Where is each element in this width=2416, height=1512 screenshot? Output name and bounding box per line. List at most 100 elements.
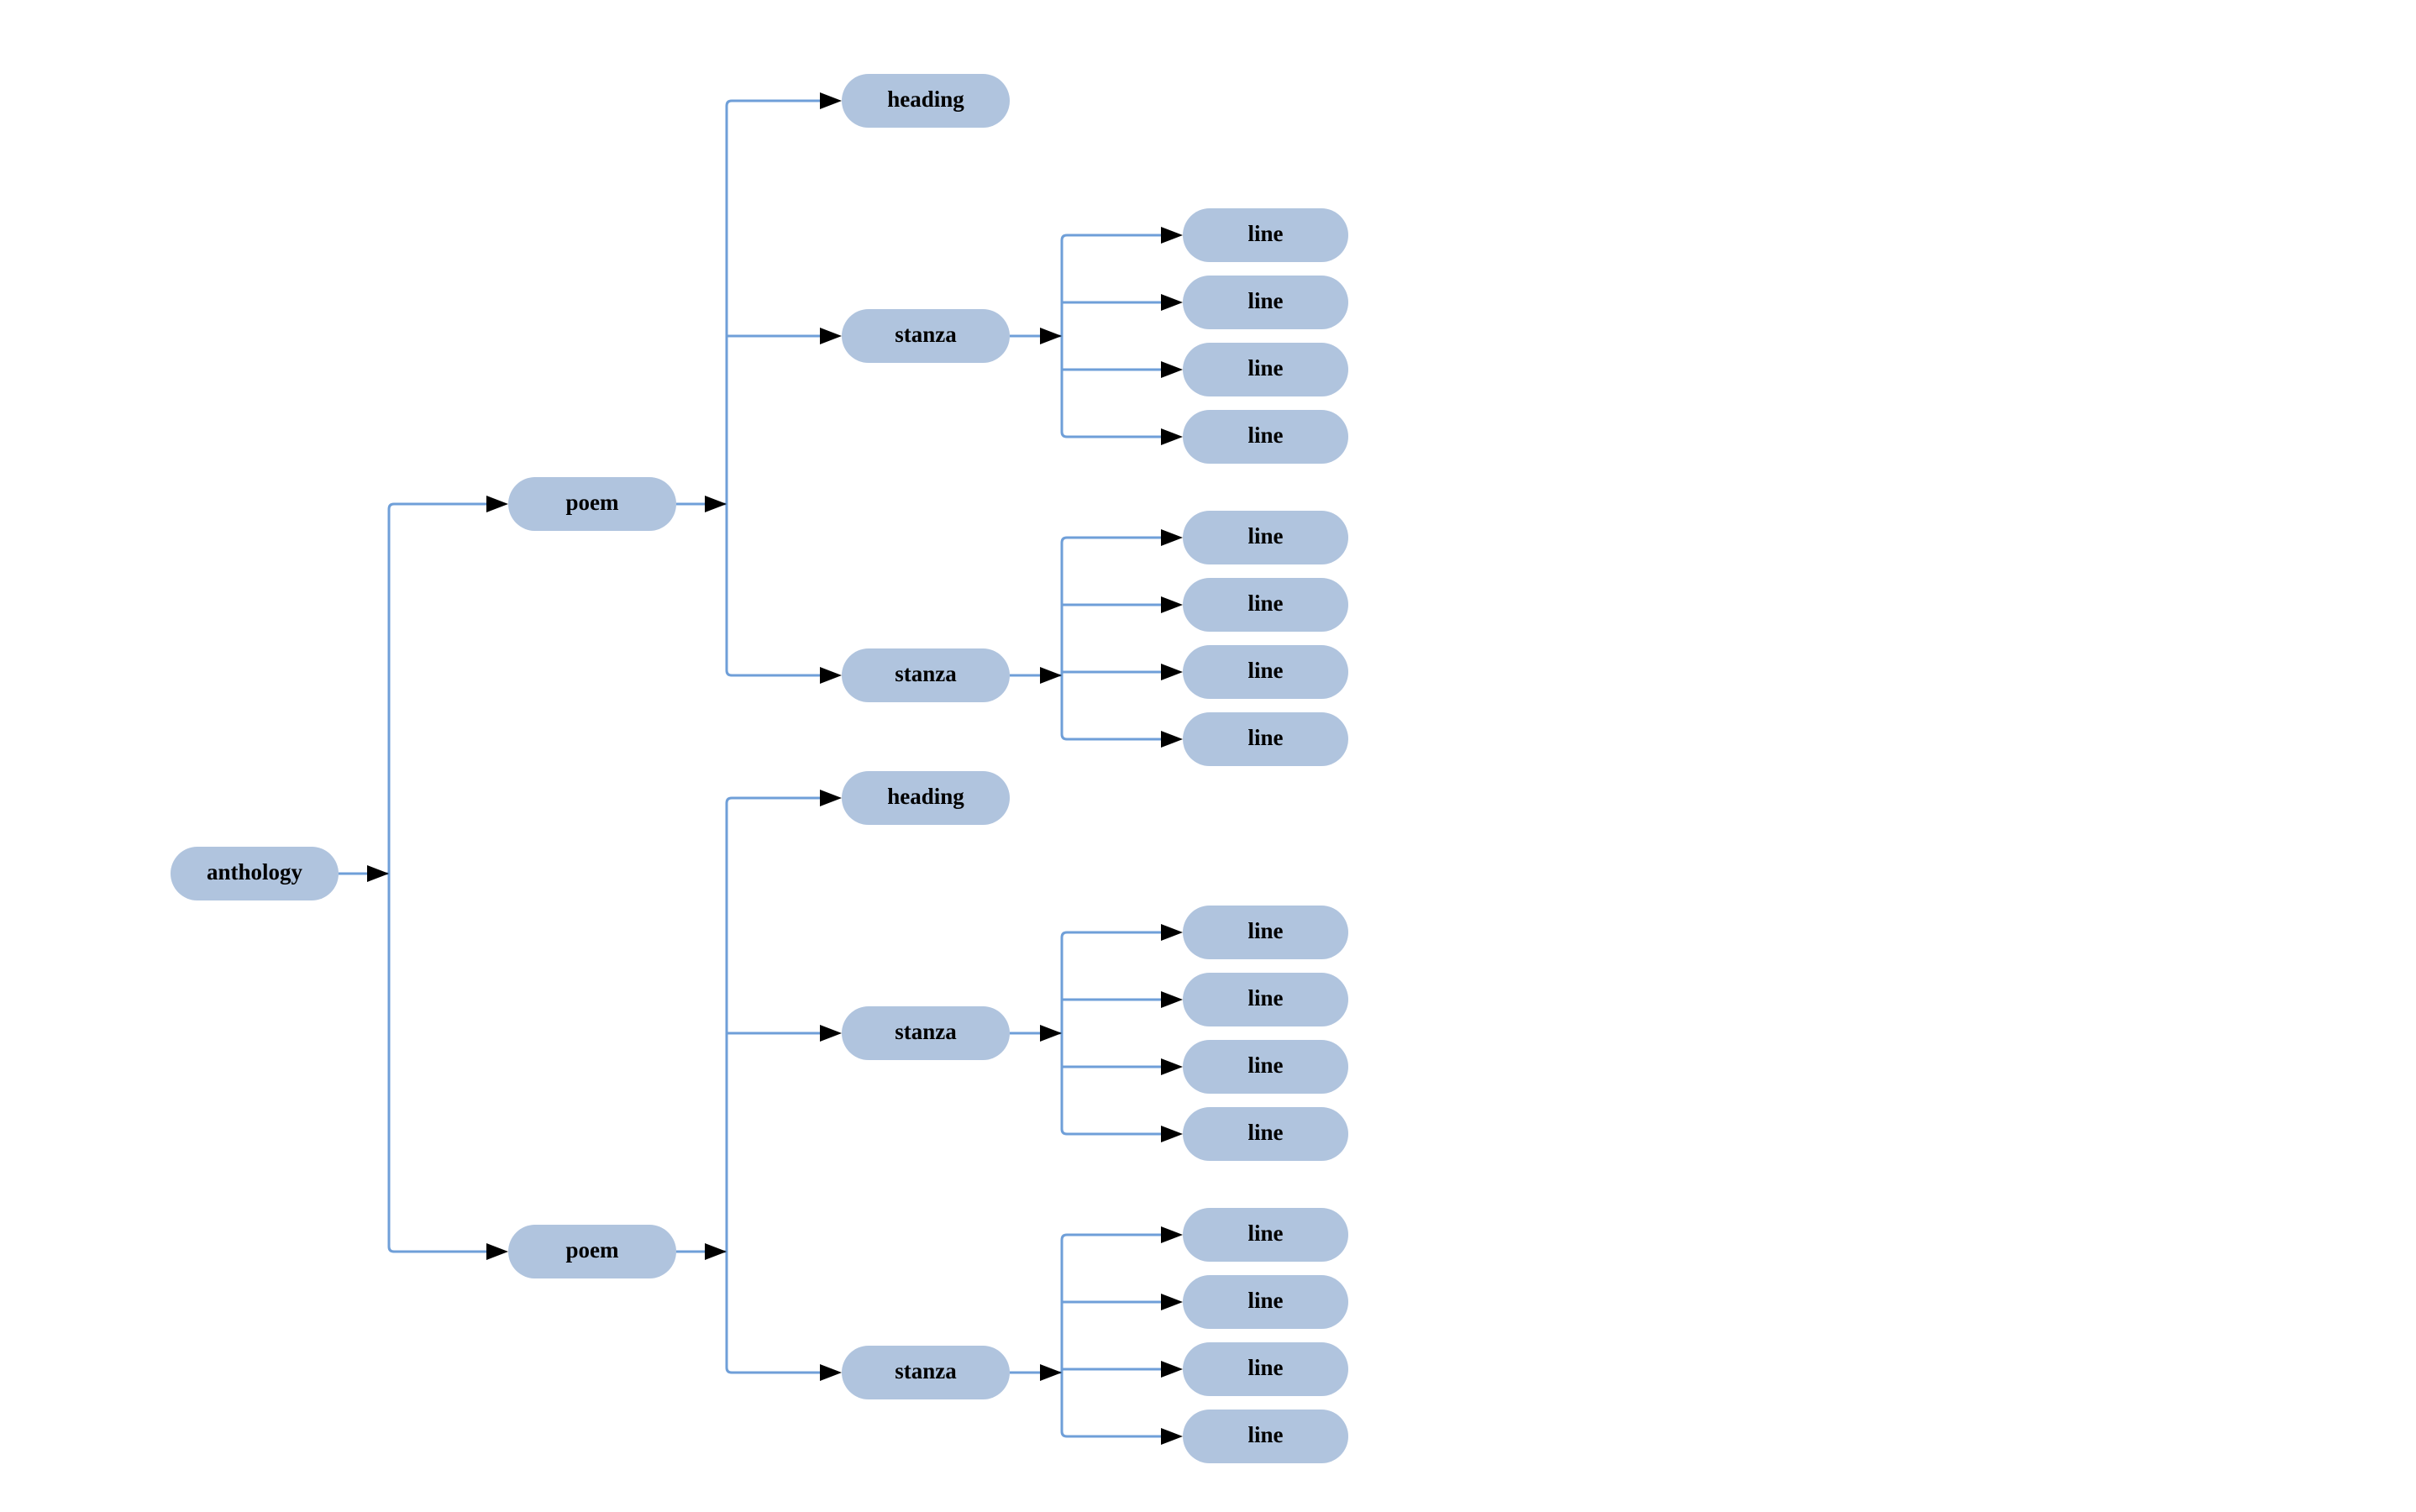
- arrowheads-layer: [367, 92, 1183, 1445]
- arrowhead-to-p2-s1-line3: [1161, 1058, 1183, 1075]
- node-label-p2-s2-line3: line: [1247, 1355, 1283, 1380]
- arrowhead-to-p2-stanza1: [820, 1025, 842, 1042]
- node-p1-stanza2[interactable]: stanza: [842, 648, 1010, 702]
- arrowhead-to-p1-s1-line1: [1161, 227, 1183, 244]
- node-label-p2-s1-line4: line: [1247, 1120, 1283, 1145]
- node-p1-s2-line2[interactable]: line: [1183, 578, 1348, 632]
- node-label-p1-stanza1: stanza: [895, 322, 957, 347]
- node-p1-s2-line3[interactable]: line: [1183, 645, 1348, 699]
- edge-spine-spine-poem2: [725, 796, 820, 1374]
- node-label-p1-s2-line3: line: [1247, 658, 1283, 683]
- node-label-p1-s1-line4: line: [1247, 423, 1283, 448]
- node-shape-p1-stanza2: [842, 648, 1010, 702]
- node-shape-anthology: [171, 847, 339, 900]
- edge-spine-spine-p1-stanza1: [1060, 234, 1161, 438]
- node-p2-s2-line1[interactable]: line: [1183, 1208, 1348, 1262]
- node-label-p2-stanza1: stanza: [895, 1019, 957, 1044]
- node-label-p2-s2-line2: line: [1247, 1288, 1283, 1313]
- node-p2-s2-line3[interactable]: line: [1183, 1342, 1348, 1396]
- node-p1-s1-line4[interactable]: line: [1183, 410, 1348, 464]
- arrowhead-junction-spine-p1-stanza1: [1040, 328, 1062, 344]
- node-p2-s1-line4[interactable]: line: [1183, 1107, 1348, 1161]
- node-label-p2-s1-line1: line: [1247, 918, 1283, 943]
- node-p2-stanza2[interactable]: stanza: [842, 1346, 1010, 1399]
- node-poem1[interactable]: poem: [508, 477, 676, 531]
- node-poem2[interactable]: poem: [508, 1225, 676, 1278]
- node-label-p1-s2-line1: line: [1247, 523, 1283, 549]
- node-label-p2-s2-line4: line: [1247, 1422, 1283, 1447]
- node-shape-p1-stanza1: [842, 309, 1010, 363]
- arrowhead-to-p2-heading: [820, 790, 842, 806]
- node-label-p2-heading: heading: [887, 784, 964, 809]
- node-shape-p1-s1-line2: [1183, 276, 1348, 329]
- node-shape-p2-s1-line1: [1183, 906, 1348, 959]
- node-shape-p1-s1-line3: [1183, 343, 1348, 396]
- arrowhead-to-p1-s2-line2: [1161, 596, 1183, 613]
- node-p2-s1-line2[interactable]: line: [1183, 973, 1348, 1026]
- node-p1-s2-line1[interactable]: line: [1183, 511, 1348, 564]
- arrowhead-junction-spine-p2-stanza2: [1040, 1364, 1062, 1381]
- node-shape-p2-s2-line4: [1183, 1410, 1348, 1463]
- arrowhead-to-p2-s1-line1: [1161, 924, 1183, 941]
- node-shape-p2-s2-line1: [1183, 1208, 1348, 1262]
- node-shape-p2-s1-line4: [1183, 1107, 1348, 1161]
- arrowhead-to-p1-s1-line3: [1161, 361, 1183, 378]
- edge-spine-spine-anthology: [387, 502, 486, 1253]
- node-label-poem2: poem: [566, 1237, 620, 1263]
- node-label-anthology: anthology: [207, 859, 303, 885]
- node-p2-heading[interactable]: heading: [842, 771, 1010, 825]
- node-shape-p1-s2-line2: [1183, 578, 1348, 632]
- arrowhead-to-p2-s1-line2: [1161, 991, 1183, 1008]
- arrowhead-to-p1-stanza1: [820, 328, 842, 344]
- node-p2-s1-line1[interactable]: line: [1183, 906, 1348, 959]
- node-label-p2-s1-line2: line: [1247, 985, 1283, 1011]
- arrowhead-junction-spine-p2-stanza1: [1040, 1025, 1062, 1042]
- arrowhead-to-p2-s1-line4: [1161, 1126, 1183, 1142]
- node-label-poem1: poem: [566, 490, 620, 515]
- node-label-p1-heading: heading: [887, 87, 964, 112]
- arrowhead-to-p2-s2-line3: [1161, 1361, 1183, 1378]
- node-label-p2-s2-line1: line: [1247, 1221, 1283, 1246]
- arrowhead-to-poem2: [486, 1243, 508, 1260]
- arrowhead-junction-spine-poem2: [705, 1243, 727, 1260]
- arrowhead-junction-spine-poem1: [705, 496, 727, 512]
- node-shape-poem2: [508, 1225, 676, 1278]
- node-shape-p2-stanza1: [842, 1006, 1010, 1060]
- arrowhead-to-p1-s2-line3: [1161, 664, 1183, 680]
- node-p1-s2-line4[interactable]: line: [1183, 712, 1348, 766]
- arrowhead-to-p2-s2-line1: [1161, 1226, 1183, 1243]
- edge-spine-spine-poem1: [725, 99, 820, 677]
- node-label-p1-s2-line2: line: [1247, 591, 1283, 616]
- node-label-p2-stanza2: stanza: [895, 1358, 957, 1383]
- arrowhead-to-p2-stanza2: [820, 1364, 842, 1381]
- arrowhead-junction-spine-anthology: [367, 865, 389, 882]
- node-label-p1-s1-line2: line: [1247, 288, 1283, 313]
- arrowhead-to-p1-heading: [820, 92, 842, 109]
- node-p1-s1-line1[interactable]: line: [1183, 208, 1348, 262]
- arrowhead-to-p1-s2-line1: [1161, 529, 1183, 546]
- node-shape-p2-stanza2: [842, 1346, 1010, 1399]
- node-shape-p1-heading: [842, 74, 1010, 128]
- node-p1-heading[interactable]: heading: [842, 74, 1010, 128]
- edge-spine-spine-p1-stanza2: [1060, 536, 1161, 741]
- arrowhead-to-poem1: [486, 496, 508, 512]
- node-p1-stanza1[interactable]: stanza: [842, 309, 1010, 363]
- node-p2-s2-line4[interactable]: line: [1183, 1410, 1348, 1463]
- node-label-p2-s1-line3: line: [1247, 1053, 1283, 1078]
- arrowhead-to-p1-s1-line2: [1161, 294, 1183, 311]
- node-p2-s2-line2[interactable]: line: [1183, 1275, 1348, 1329]
- node-shape-p2-s2-line2: [1183, 1275, 1348, 1329]
- node-p1-s1-line3[interactable]: line: [1183, 343, 1348, 396]
- node-p1-s1-line2[interactable]: line: [1183, 276, 1348, 329]
- node-shape-p1-s1-line1: [1183, 208, 1348, 262]
- node-anthology[interactable]: anthology: [171, 847, 339, 900]
- edges-layer: [339, 99, 1161, 1438]
- node-shape-p2-s2-line3: [1183, 1342, 1348, 1396]
- arrowhead-to-p1-stanza2: [820, 667, 842, 684]
- node-p2-s1-line3[interactable]: line: [1183, 1040, 1348, 1094]
- node-p2-stanza1[interactable]: stanza: [842, 1006, 1010, 1060]
- node-shape-poem1: [508, 477, 676, 531]
- node-shape-p2-s1-line3: [1183, 1040, 1348, 1094]
